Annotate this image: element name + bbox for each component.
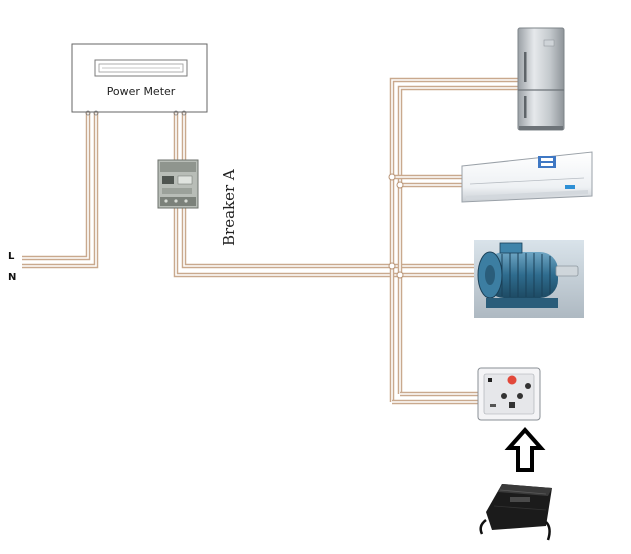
refrigerator-icon xyxy=(517,27,565,131)
wall-socket-icon xyxy=(477,367,541,421)
junction-dots xyxy=(388,173,404,279)
neutral-label: N xyxy=(8,272,16,283)
arrow-up-icon xyxy=(504,426,546,472)
power-meter: Power Meter xyxy=(71,43,208,116)
meter-label: Power Meter xyxy=(107,85,176,98)
wire-neutral xyxy=(22,112,99,269)
wires xyxy=(22,77,520,405)
air-conditioner-icon xyxy=(461,151,593,203)
live-label: L xyxy=(8,251,15,262)
breaker: Breaker A xyxy=(157,159,238,246)
meter-terminals xyxy=(85,110,187,116)
wire-live xyxy=(22,112,91,261)
electric-motor-icon xyxy=(474,240,584,318)
breaker-label: Breaker A xyxy=(220,169,238,246)
charger-icon xyxy=(479,484,552,541)
